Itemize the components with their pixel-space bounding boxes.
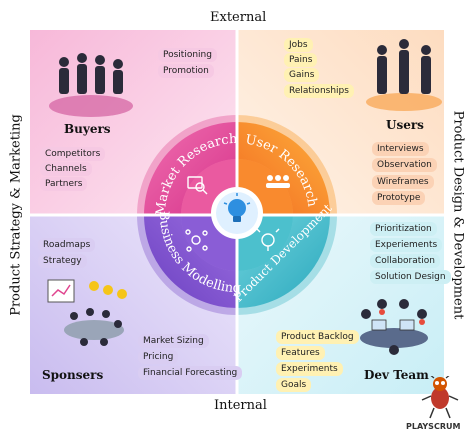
buyers-people-illustration [49, 53, 133, 117]
users-title: Users [386, 118, 424, 132]
tag-collaboration: Collaboration [370, 254, 440, 268]
tag-product-backlog: Product Backlog [276, 330, 359, 344]
tag-financial-forecasting: Financial Forecasting [138, 366, 243, 380]
tag-prioritization: Prioritization [370, 222, 437, 236]
tag-roadmaps: Roadmaps [38, 238, 96, 252]
axis-top-label: External [210, 10, 267, 25]
brand-logo-text: PLAYSCRUM [406, 422, 461, 431]
buyers-title: Buyers [64, 122, 111, 136]
tag-gains: Gains [284, 68, 320, 82]
tag-positioning: Positioning [158, 48, 217, 62]
tag-partners: Partners [40, 177, 88, 191]
axis-bottom-label: Internal [214, 398, 267, 413]
tag-strategy: Strategy [38, 254, 87, 268]
tag-market-sizing: Market Sizing [138, 334, 209, 348]
tag-jobs: Jobs [284, 38, 313, 52]
tag-promotion: Promotion [158, 64, 214, 78]
tag-goals: Goals [276, 378, 312, 392]
network-icon [185, 229, 208, 252]
tag-competitors: Competitors [40, 147, 106, 161]
dev-team-title: Dev Team [364, 368, 429, 382]
tag-interviews: Interviews [372, 142, 429, 156]
tag-observation: Observation [372, 158, 437, 172]
ant-mascot-icon [421, 376, 459, 419]
people-icon [266, 175, 290, 188]
tag-channels: Channels [40, 162, 92, 176]
tag-wireframes: Wireframes [372, 175, 434, 189]
sponsers-title: Sponsers [42, 368, 104, 382]
tag-experiments: Experiments [276, 362, 343, 376]
tag-experiements: Experiements [370, 238, 443, 252]
dev-team-illustration [360, 299, 428, 355]
users-people-illustration [366, 39, 442, 111]
tag-prototype: Prototype [372, 191, 426, 205]
tag-solution-design: Solution Design [370, 270, 451, 284]
tag-pricing: Pricing [138, 350, 179, 364]
tag-pains: Pains [284, 53, 318, 67]
sponsers-meeting-illustration [47, 279, 127, 346]
idea-gear-icon [256, 228, 280, 251]
tag-relationships: Relationships [284, 84, 354, 98]
analytics-icon [187, 176, 208, 195]
tag-features: Features [276, 346, 325, 360]
lightbulb-icon [223, 193, 251, 222]
